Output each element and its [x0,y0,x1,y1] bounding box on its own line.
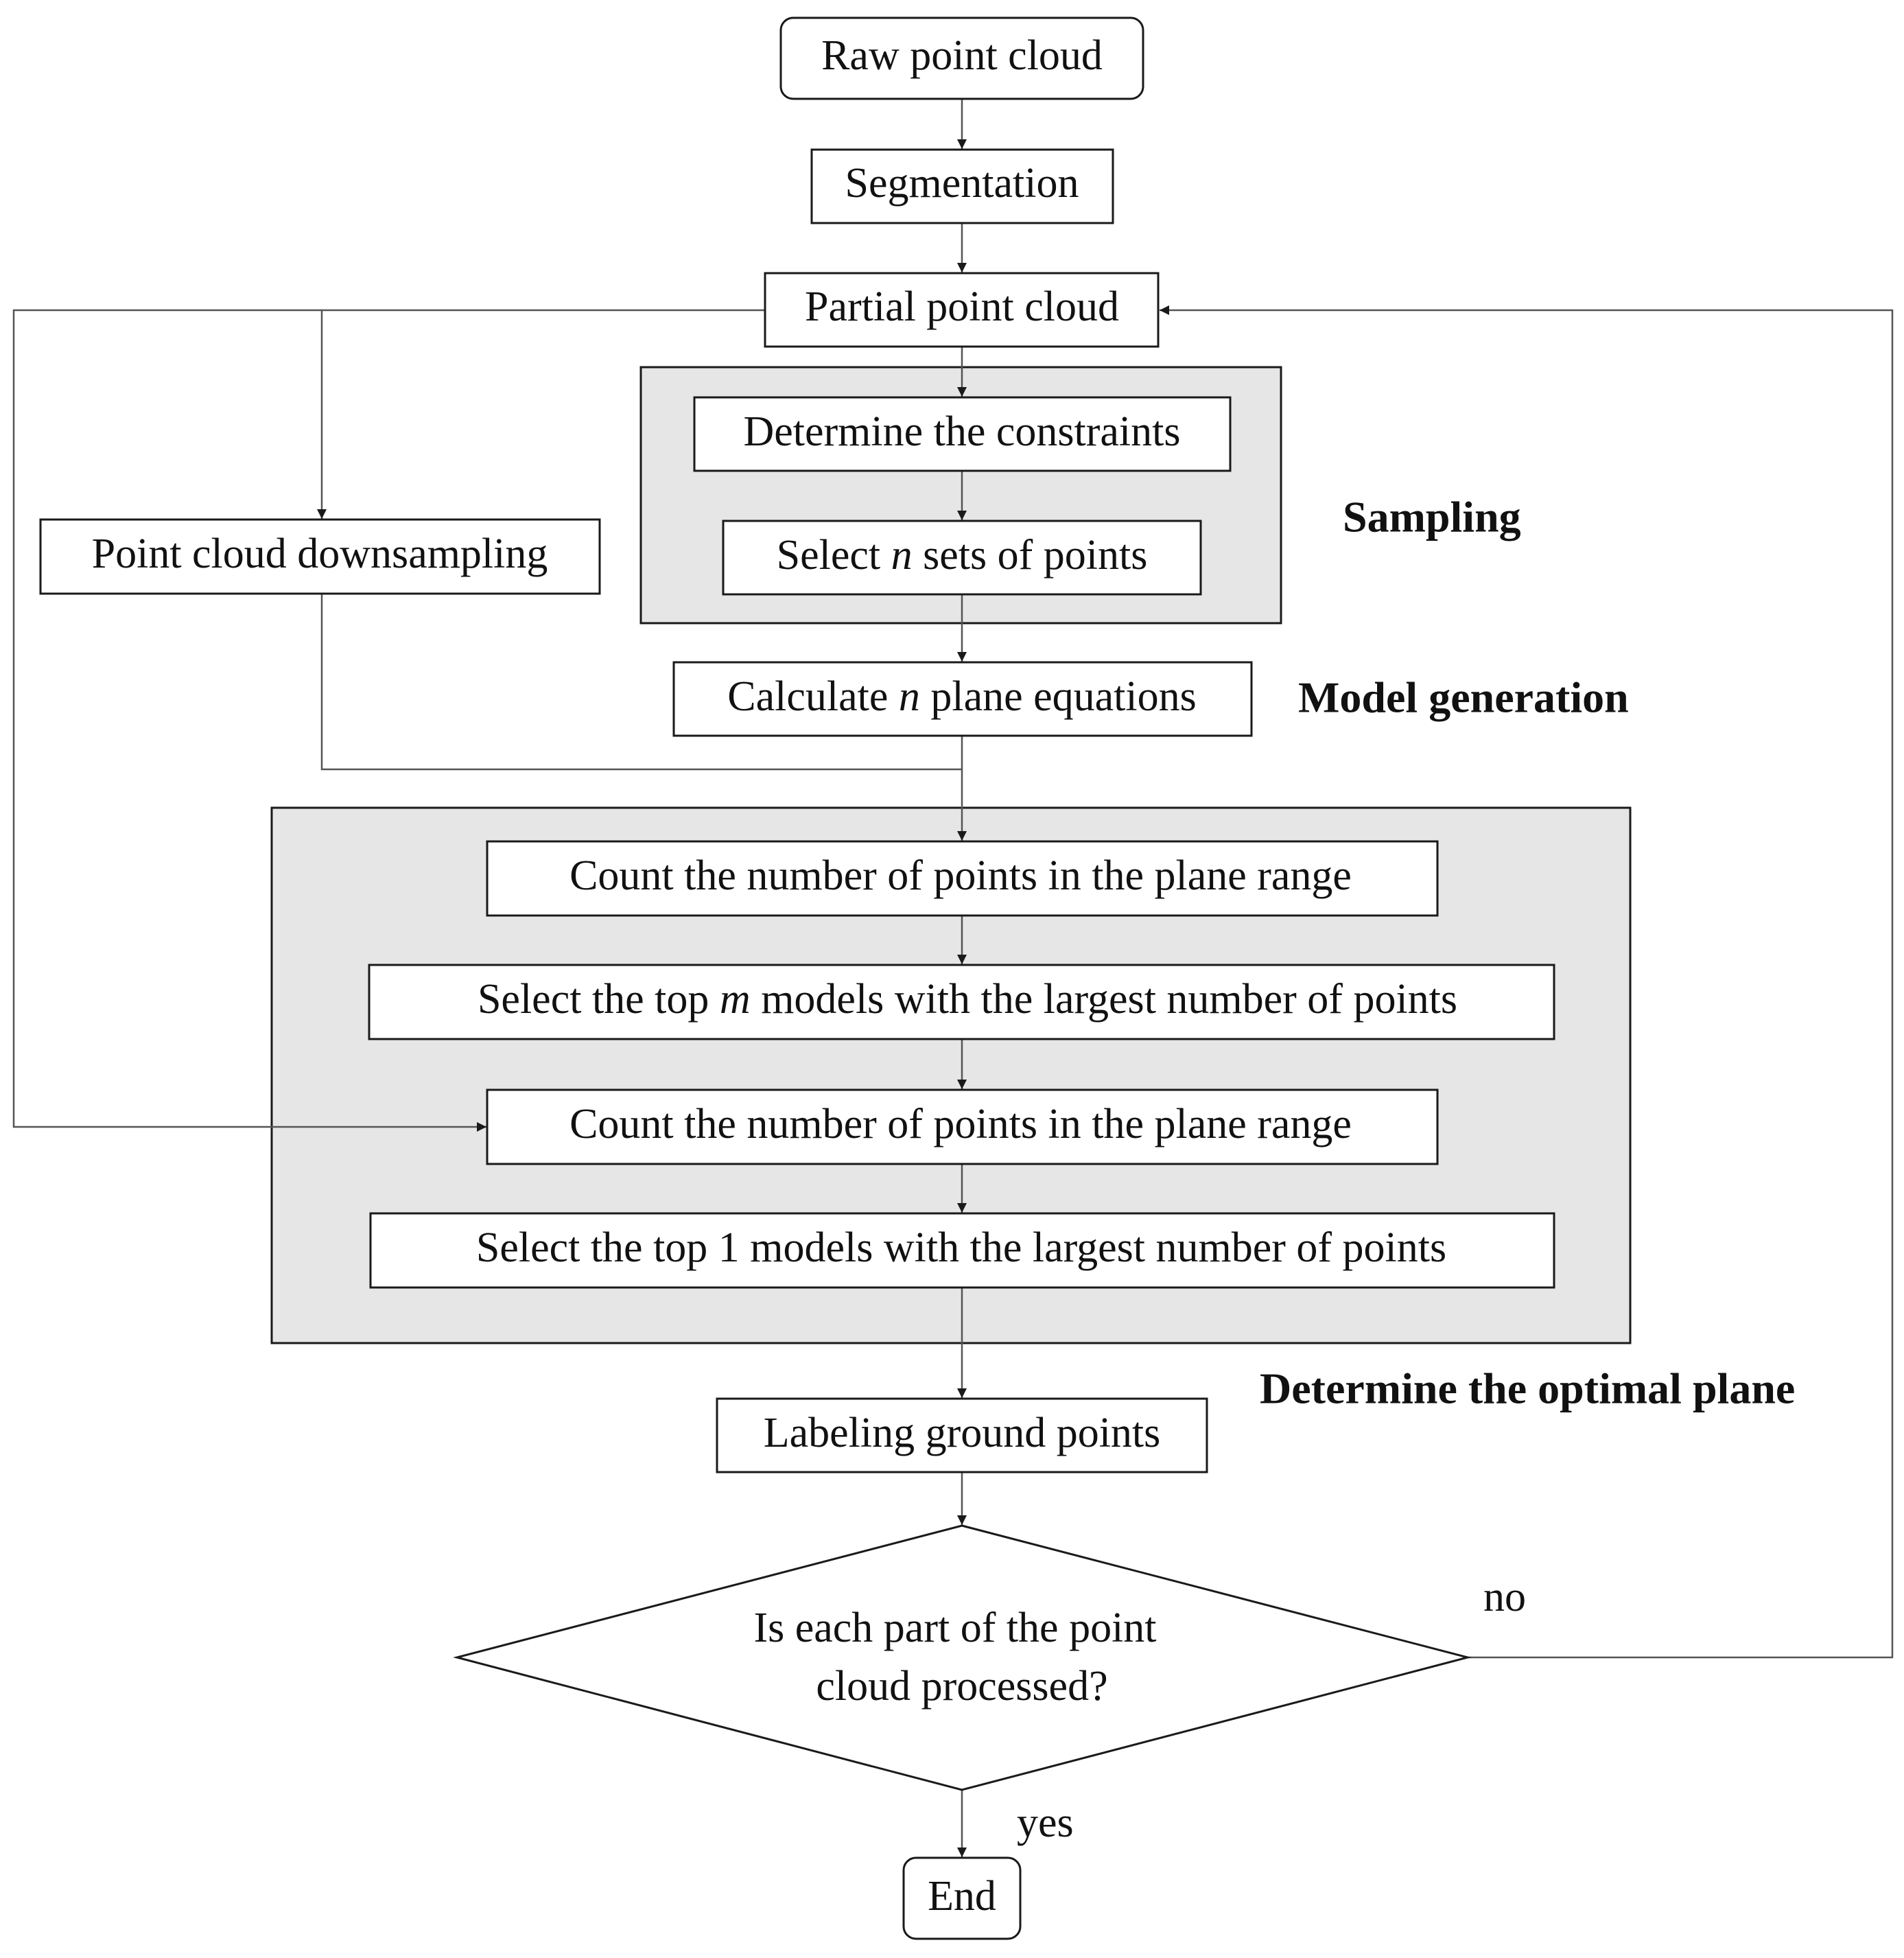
branch-label-no: no [1483,1574,1526,1620]
node-calculate-planes: Calculate n plane equations [672,661,1253,737]
node-determine-constraints: Determine the constraints [693,396,1232,472]
node-select-top-m: Select the top m models with the largest… [368,964,1555,1040]
node-decision-line1: Is each part of the point [753,1605,1156,1651]
node-count-points-1: Count the number of points in the plane … [486,840,1439,917]
node-select-top-1-text: Select the top 1 models with the largest… [476,1224,1446,1271]
section-label-optimal-plane: Determine the optimal plane [1260,1364,1795,1413]
section-label-model-generation: Model generation [1298,673,1629,722]
node-count2-text: Count the number of points in the plane … [569,1101,1352,1147]
node-decision: Is each part of the point cloud processe… [453,1524,1472,1791]
edge-partial-to-count2 [12,309,486,1132]
node-count1-text: Count the number of points in the plane … [569,852,1352,899]
node-labeling-ground-points: Labeling ground points [716,1397,1208,1473]
section-label-sampling: Sampling [1343,493,1521,541]
edge-decision-no-loop [1160,305,1894,1659]
edge-downsampling-to-count1 [320,594,962,771]
node-select-n-sets: Select n sets of points [722,520,1202,596]
node-count-points-2: Count the number of points in the plane … [486,1088,1439,1165]
node-partial-point-cloud: Partial point cloud [764,272,1160,348]
node-raw-point-cloud: Raw point cloud [779,16,1144,100]
node-end: End [902,1856,1022,1940]
branch-label-yes: yes [1017,1799,1074,1846]
node-constraints-text: Determine the constraints [743,408,1180,455]
node-select-top-1: Select the top 1 models with the largest… [369,1212,1555,1289]
node-calc-planes-text: Calculate n plane equations [727,673,1197,720]
node-end-text: End [928,1873,996,1920]
node-decision-line2: cloud processed? [816,1663,1107,1710]
node-segmentation-text: Segmentation [845,160,1079,207]
node-labeling-text: Labeling ground points [764,1410,1161,1456]
node-segmentation: Segmentation [810,148,1114,224]
node-downsampling: Point cloud downsampling [39,518,601,595]
node-select-sets-text: Select n sets of points [777,532,1148,579]
node-downsampling-text: Point cloud downsampling [92,531,548,577]
node-select-top-m-text: Select the top m models with the largest… [478,976,1457,1023]
node-partial-text: Partial point cloud [805,283,1119,330]
node-raw-text: Raw point cloud [821,32,1103,79]
